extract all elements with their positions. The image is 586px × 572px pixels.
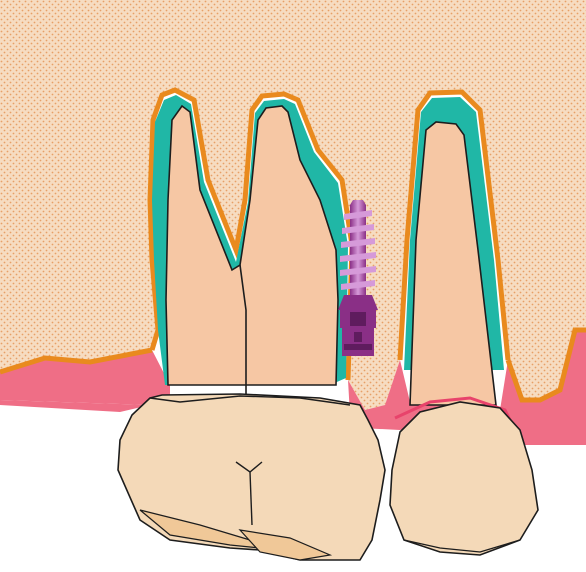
molar	[118, 394, 385, 560]
premolar	[390, 402, 538, 555]
miniscrew-head	[338, 295, 378, 356]
